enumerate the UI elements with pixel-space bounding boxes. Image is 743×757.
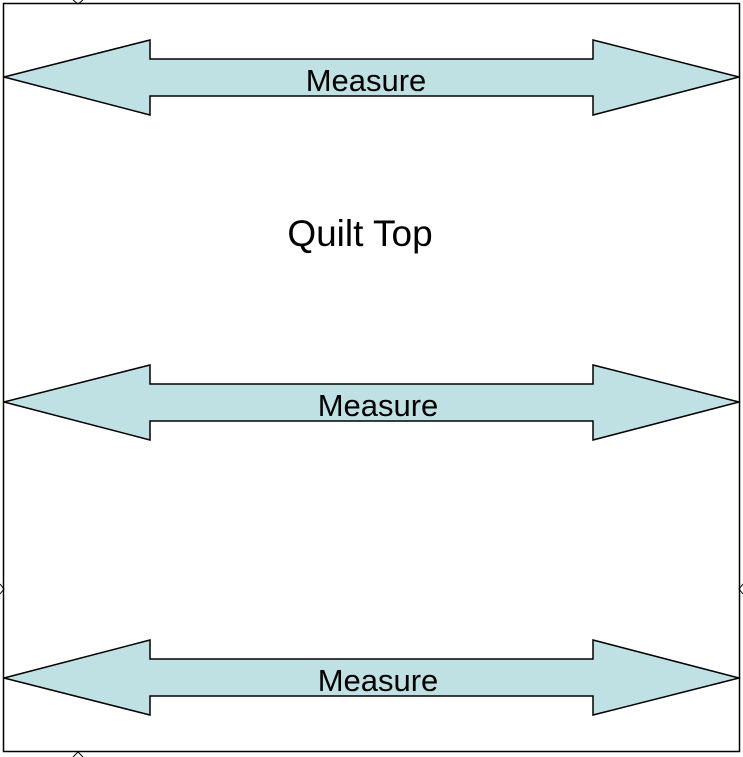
- measure-label-3: Measure: [318, 663, 439, 698]
- measure-arrow-3: [3, 639, 740, 716]
- left-edge-marker: [0, 583, 5, 595]
- top-edge-marker: [72, 0, 84, 5]
- measure-arrow-1: [3, 39, 740, 116]
- bottom-edge-marker: [72, 751, 84, 757]
- right-edge-marker: [738, 583, 743, 595]
- measure-arrow-2: [3, 364, 740, 441]
- measure-label-1: Measure: [306, 63, 427, 98]
- measure-label-2: Measure: [318, 388, 439, 423]
- quilt-top-title: Quilt Top: [287, 213, 432, 254]
